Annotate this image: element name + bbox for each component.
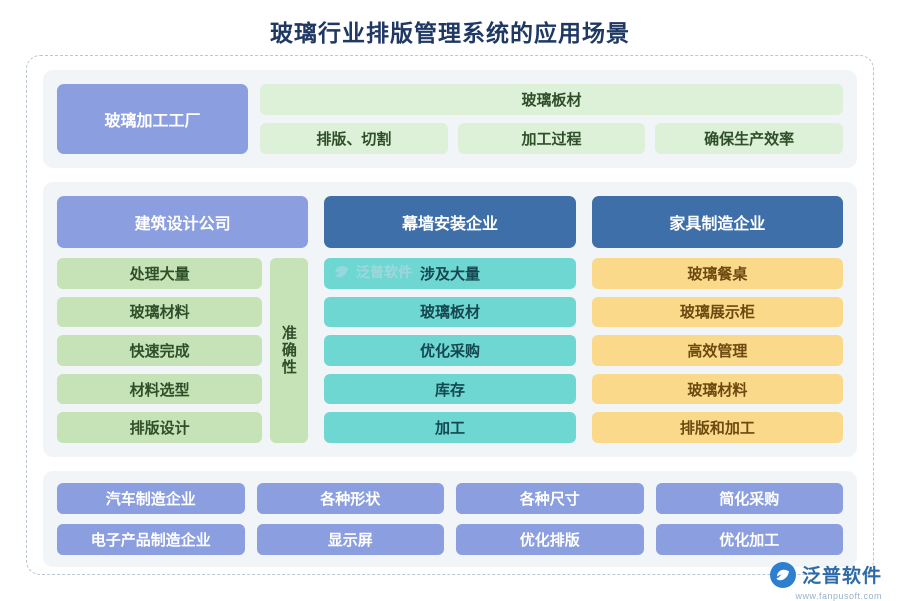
middle-section: 建筑设计公司 处理大量 玻璃材料 快速完成 材料选型 排版设计 准确性 幕墙安装… [43, 182, 857, 457]
node-top-cell-3: 确保生产效率 [655, 123, 844, 154]
node-auto-manufacture: 汽车制造企业 [57, 483, 245, 514]
node-glass-factory: 玻璃加工工厂 [57, 84, 248, 154]
column-architecture-design: 建筑设计公司 处理大量 玻璃材料 快速完成 材料选型 排版设计 准确性 [57, 196, 309, 443]
diagram-frame: 玻璃加工工厂 玻璃板材 排版、切割 加工过程 确保生产效率 建筑设计公司 处理大… [26, 55, 874, 575]
column-a-items: 处理大量 玻璃材料 快速完成 材料选型 排版设计 [57, 258, 263, 443]
top-right-group: 玻璃板材 排版、切割 加工过程 确保生产效率 [260, 84, 844, 154]
list-item: 优化采购 [324, 335, 576, 366]
list-item: 玻璃展示柜 [591, 296, 843, 328]
leaf-icon [776, 569, 789, 580]
bottom-row-2: 电子产品制造企业 显示屏 优化排版 优化加工 [57, 524, 843, 555]
node-bottom-1-4: 简化采购 [655, 483, 843, 514]
node-bottom-1-2: 各种形状 [256, 483, 444, 514]
brand-logo-icon [769, 561, 796, 588]
node-glass-sheet: 玻璃板材 [260, 84, 843, 115]
node-bottom-2-3: 优化排版 [456, 524, 644, 555]
list-item: 玻璃材料 [591, 373, 843, 405]
bottom-section: 汽车制造企业 各种形状 各种尺寸 简化采购 电子产品制造企业 显示屏 优化排版 … [43, 471, 857, 567]
node-top-cell-1: 排版、切割 [260, 123, 448, 154]
column-b-items: 涉及大量 玻璃板材 优化采购 库存 加工 [324, 258, 576, 443]
column-c-header: 家具制造企业 [591, 196, 843, 248]
column-a-header: 建筑设计公司 [57, 196, 309, 248]
bottom-row-1: 汽车制造企业 各种形状 各种尺寸 简化采购 [57, 483, 843, 514]
column-a-body: 处理大量 玻璃材料 快速完成 材料选型 排版设计 准确性 [57, 258, 309, 443]
node-bottom-2-2: 显示屏 [256, 524, 444, 555]
list-item: 材料选型 [57, 373, 263, 405]
column-furniture-manufacture: 家具制造企业 玻璃餐桌 玻璃展示柜 高效管理 玻璃材料 排版和加工 [591, 196, 843, 443]
top-section: 玻璃加工工厂 玻璃板材 排版、切割 加工过程 确保生产效率 [43, 70, 857, 168]
list-item: 玻璃板材 [324, 296, 576, 328]
node-electronics-manufacture: 电子产品制造企业 [57, 524, 245, 555]
brand-name: 泛普软件 [801, 566, 882, 587]
list-item: 快速完成 [57, 335, 263, 366]
list-item: 涉及大量 [324, 258, 576, 289]
list-item: 高效管理 [591, 335, 843, 366]
list-item: 处理大量 [57, 258, 263, 289]
list-item: 玻璃材料 [57, 296, 263, 328]
column-c-items: 玻璃餐桌 玻璃展示柜 高效管理 玻璃材料 排版和加工 [591, 258, 843, 443]
list-item: 排版和加工 [591, 412, 843, 443]
brand-url: www.fanpusoft.com [795, 591, 882, 601]
list-item: 排版设计 [57, 412, 263, 443]
column-curtain-wall: 幕墙安装企业 涉及大量 玻璃板材 优化采购 库存 加工 [324, 196, 576, 443]
node-bottom-2-4: 优化加工 [655, 524, 843, 555]
list-item: 库存 [324, 373, 576, 405]
column-c-body: 玻璃餐桌 玻璃展示柜 高效管理 玻璃材料 排版和加工 [591, 258, 843, 443]
column-b-header: 幕墙安装企业 [324, 196, 576, 248]
top-cells-row: 排版、切割 加工过程 确保生产效率 [260, 123, 844, 154]
brand-watermark: 泛普软件 www.fanpusoft.com [769, 561, 882, 601]
node-top-cell-2: 加工过程 [457, 123, 646, 154]
column-a-side-note: 准确性 [270, 258, 309, 443]
column-b-body: 涉及大量 玻璃板材 优化采购 库存 加工 [324, 258, 576, 443]
node-bottom-1-3: 各种尺寸 [456, 483, 644, 514]
list-item: 加工 [324, 412, 576, 443]
page-title: 玻璃行业排版管理系统的应用场景 [270, 20, 630, 46]
list-item: 玻璃餐桌 [591, 258, 843, 289]
